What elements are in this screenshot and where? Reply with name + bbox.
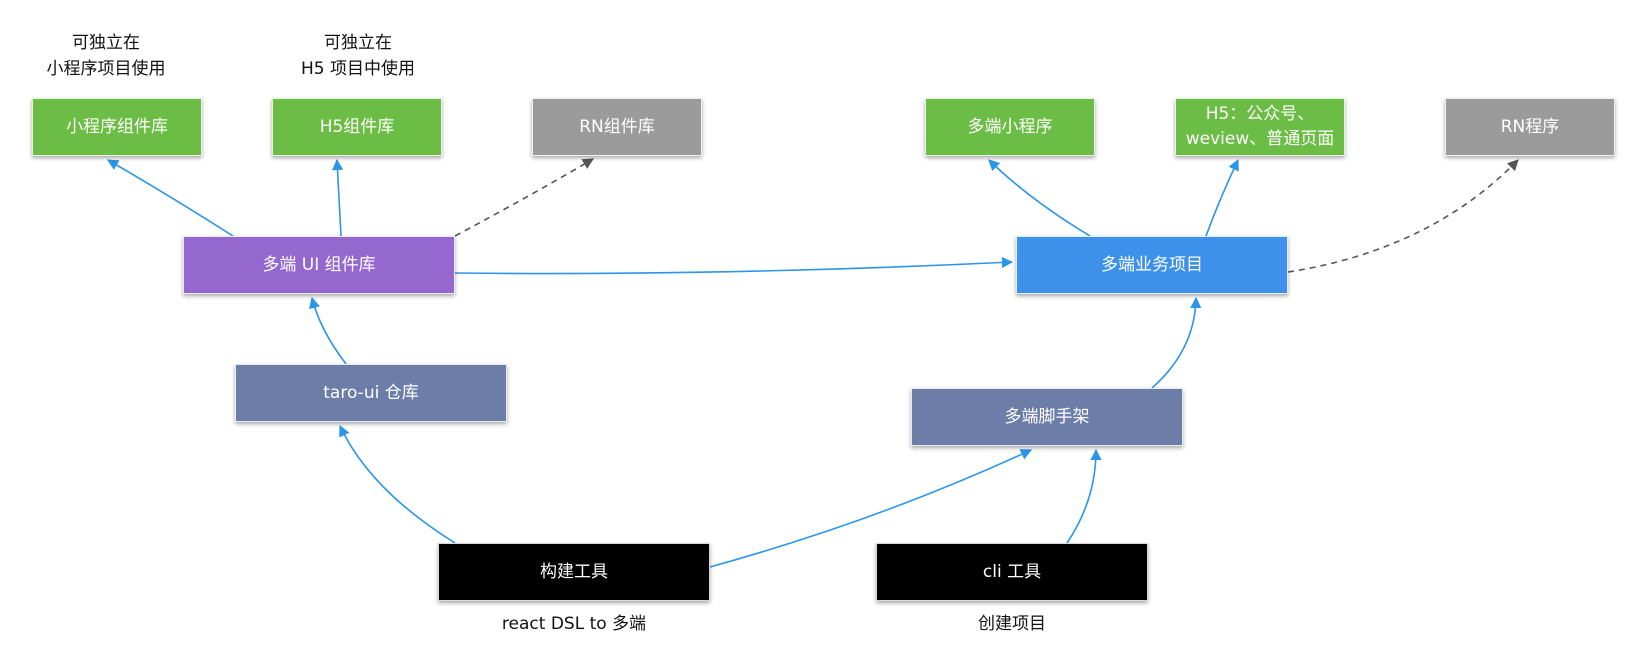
h5-standalone-note: 可独立在 H5 项目中使用 — [300, 33, 415, 79]
rn-app-node: RN程序 — [1445, 98, 1615, 156]
multi-ui-lib-label: 多端 UI 组件库 — [262, 254, 376, 275]
multi-scaffold-node: 多端脚手架 — [911, 388, 1183, 446]
rn-lib-node: RN组件库 — [532, 98, 702, 156]
multi-mini-program-node: 多端小程序 — [925, 98, 1095, 156]
edge-biz-project-to-h5-pages — [1205, 158, 1239, 237]
h5-pages-label: H5：公众号、 weview、普通页面 — [1185, 104, 1335, 149]
edge-biz-project-to-multi-mini — [988, 159, 1091, 237]
taro-ui-repo-node: taro-ui 仓库 — [235, 364, 507, 422]
edge-scaffold-to-biz-project — [1151, 296, 1202, 389]
taro-ui-repo-label: taro-ui 仓库 — [323, 382, 419, 403]
cli-tool-desc: 创建项目 — [978, 614, 1046, 634]
multi-ui-lib-node: 多端 UI 组件库 — [183, 236, 455, 294]
edge-build-tool-to-taro-ui — [339, 424, 456, 544]
edge-cli-tool-to-scaffold — [1066, 448, 1102, 544]
rn-app-label: RN程序 — [1500, 116, 1560, 137]
mini-program-lib-label: 小程序组件库 — [66, 116, 168, 137]
edge-biz-project-to-rn-app — [1287, 159, 1519, 273]
build-tool-label: 构建工具 — [540, 561, 608, 582]
multi-mini-program-label: 多端小程序 — [967, 116, 1053, 137]
edge-ui-lib-to-biz-project — [454, 256, 1014, 275]
edge-ui-lib-to-h5-lib — [331, 158, 344, 237]
cli-tool-label: cli 工具 — [982, 561, 1042, 582]
edge-taro-ui-to-ui-lib — [309, 296, 347, 365]
multi-scaffold-label: 多端脚手架 — [1004, 406, 1090, 427]
edge-build-tool-to-scaffold — [709, 449, 1033, 568]
rn-lib-label: RN组件库 — [579, 116, 655, 137]
build-tool-node: 构建工具 — [438, 543, 710, 601]
mini-program-lib-node: 小程序组件库 — [32, 98, 202, 156]
h5-pages-node: H5：公众号、 weview、普通页面 — [1175, 98, 1345, 156]
build-tool-desc: react DSL to 多端 — [501, 614, 647, 634]
edge-ui-lib-to-mini-lib — [107, 159, 234, 237]
multi-biz-project-label: 多端业务项目 — [1101, 254, 1203, 275]
cli-tool-node: cli 工具 — [876, 543, 1148, 601]
mini-standalone-note: 可独立在 小程序项目使用 — [46, 33, 166, 79]
edge-ui-lib-to-rn-lib — [454, 158, 594, 237]
h5-lib-node: H5组件库 — [272, 98, 442, 156]
multi-biz-project-node: 多端业务项目 — [1016, 236, 1288, 294]
h5-lib-label: H5组件库 — [319, 116, 395, 137]
